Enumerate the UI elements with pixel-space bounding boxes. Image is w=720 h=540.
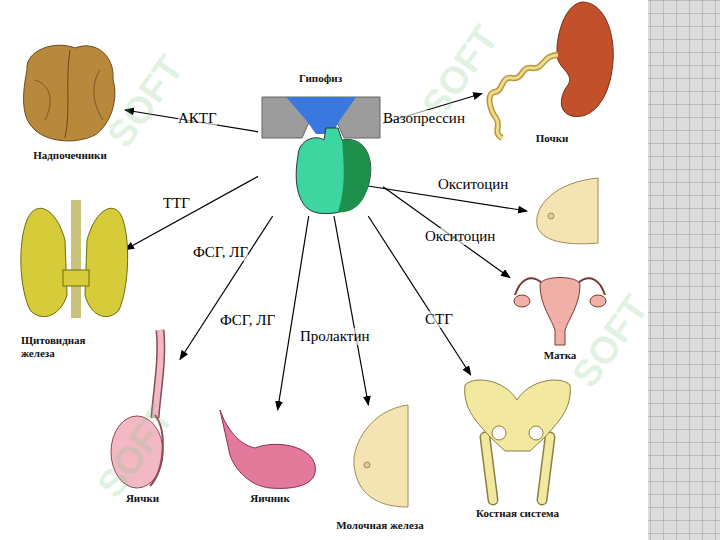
pituitary-gland: Гипофиз bbox=[258, 68, 383, 216]
illustration-part bbox=[485, 437, 493, 500]
illustration-part bbox=[354, 405, 408, 507]
illustration-part bbox=[71, 200, 81, 318]
illustration-part bbox=[338, 139, 371, 212]
skeletal-system-illustration bbox=[455, 375, 580, 520]
illustration-part bbox=[296, 128, 371, 214]
illustration-part bbox=[21, 208, 67, 316]
pituitary-gland-illustration bbox=[258, 68, 383, 216]
illustration-part bbox=[286, 97, 356, 134]
watermark: SOFT bbox=[89, 398, 182, 506]
hormone-label: СТГ bbox=[425, 311, 453, 328]
nipple-mark bbox=[548, 213, 554, 219]
organ-label: Яичник bbox=[215, 492, 325, 505]
illustration-part bbox=[490, 55, 558, 138]
illustration-part bbox=[94, 70, 103, 120]
mammary-gland-illustration bbox=[320, 405, 440, 532]
adrenal-glands: Надпочечники bbox=[15, 40, 125, 162]
hormone-label: Вазопрессин bbox=[383, 110, 465, 127]
kidney: Почки bbox=[482, 0, 622, 145]
illustration-part bbox=[540, 278, 580, 346]
grid-strip-lines bbox=[648, 0, 720, 540]
thyroid-gland: Щитовидная железа bbox=[15, 200, 125, 360]
kidney-illustration bbox=[482, 0, 622, 145]
illustration-part bbox=[542, 437, 550, 500]
hormone-label: АКТГ bbox=[178, 110, 217, 127]
hormone-arrow bbox=[383, 187, 510, 278]
organ-label: Молочная железа bbox=[320, 519, 440, 532]
hormone-label: Окситоцин bbox=[425, 228, 495, 245]
illustration-part bbox=[529, 426, 543, 440]
skeletal-system: Костная система bbox=[455, 375, 580, 520]
hormone-label: ФСГ, ЛГ bbox=[220, 312, 275, 329]
hormone-arrow bbox=[334, 216, 368, 405]
illustration-part bbox=[514, 295, 530, 307]
organ-label: Почки bbox=[482, 132, 622, 145]
organ-label: Надпочечники bbox=[15, 149, 125, 162]
illustration-part bbox=[515, 278, 542, 295]
hormone-arrow bbox=[278, 216, 309, 410]
illustration-part bbox=[590, 295, 606, 307]
hormone-label: Пролактин bbox=[300, 328, 369, 345]
illustration-part bbox=[65, 50, 70, 138]
illustration-part bbox=[85, 208, 128, 316]
adrenal-glands-illustration bbox=[15, 40, 125, 162]
mammary-gland: Молочная железа bbox=[320, 405, 440, 532]
illustration-part bbox=[492, 426, 506, 440]
watermark: SOFT bbox=[564, 288, 657, 396]
hormone-label: ТТГ bbox=[163, 195, 190, 212]
illustration-part bbox=[542, 437, 550, 500]
illustration-part bbox=[578, 278, 605, 295]
ovary: Яичник bbox=[215, 410, 325, 505]
illustration-part bbox=[485, 437, 493, 500]
breast-illustration bbox=[537, 178, 598, 244]
illustration-part bbox=[220, 410, 315, 488]
illustration-part bbox=[35, 80, 50, 120]
hormone-arrow bbox=[125, 176, 258, 249]
illustration-part bbox=[364, 462, 370, 468]
illustration-part bbox=[465, 380, 571, 451]
grid-strip bbox=[648, 0, 720, 540]
illustration-part bbox=[262, 97, 380, 138]
organ-label: Гипофиз bbox=[258, 72, 383, 85]
organ-label: Щитовидная железа bbox=[21, 334, 113, 360]
hormone-label: ФСГ, ЛГ bbox=[193, 244, 248, 261]
illustration-part bbox=[557, 2, 613, 117]
hormone-label: Окситоцин bbox=[438, 176, 508, 193]
ovary-illustration bbox=[215, 410, 325, 505]
illustration-part bbox=[490, 55, 558, 138]
hormone-arrow bbox=[180, 216, 273, 360]
organ-label: Костная система bbox=[455, 507, 580, 520]
illustration-part bbox=[63, 270, 89, 286]
